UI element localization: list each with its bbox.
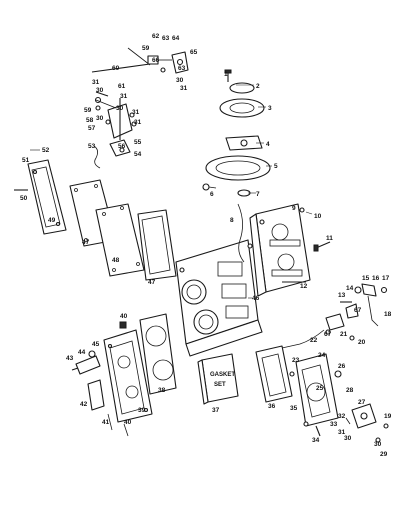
- callout-29: 29: [380, 451, 388, 458]
- callout-23: 23: [292, 357, 300, 364]
- callout-56: 56: [118, 143, 126, 150]
- callout-24: 24: [318, 352, 326, 359]
- gasket-set-label-line1: GASKET: [210, 372, 235, 378]
- callout-53: 53: [88, 143, 96, 150]
- callout-13: 13: [338, 292, 346, 299]
- leader-lines: [30, 84, 313, 299]
- callout-49: 49: [48, 217, 56, 224]
- callout-47: 47: [82, 239, 90, 246]
- callout-2: 2: [256, 83, 260, 90]
- callout-11: 11: [326, 235, 333, 242]
- callout-38: 38: [158, 387, 166, 394]
- callout-43: 43: [66, 355, 74, 362]
- callout-37: 37: [212, 407, 220, 414]
- callout-30-d: 30: [116, 105, 124, 112]
- callout-42: 42: [80, 401, 88, 408]
- crankcase-half: [237, 203, 331, 297]
- callout-3: 3: [268, 105, 272, 112]
- callout-8: 8: [230, 217, 234, 224]
- callout-39: 39: [138, 407, 146, 414]
- callout-labels: 1 2 3 4 5 6 7 8 9 10 11 12 13 14 15 16 1…: [20, 33, 392, 458]
- callout-59: 59: [142, 45, 150, 52]
- callout-31-e: 31: [338, 429, 346, 436]
- callout-31: 31: [180, 85, 188, 92]
- callout-55: 55: [134, 139, 142, 146]
- callout-67: 67: [354, 307, 362, 314]
- callout-31-c: 31: [132, 109, 140, 116]
- callout-58: 58: [86, 117, 94, 124]
- callout-28: 28: [346, 387, 354, 394]
- throttle-linkage-assembly: [91, 47, 189, 169]
- callout-16: 16: [372, 275, 380, 282]
- callout-60: 60: [112, 65, 120, 72]
- callout-30-b: 30: [176, 77, 184, 84]
- callout-36: 36: [268, 403, 276, 410]
- cover-plates: [14, 159, 177, 281]
- callout-62: 62: [152, 33, 160, 40]
- callout-14: 14: [346, 285, 354, 292]
- callout-6: 6: [210, 191, 214, 198]
- callout-12: 12: [300, 283, 308, 290]
- end-cap-assembly: [255, 345, 389, 443]
- callout-10: 10: [314, 213, 322, 220]
- callout-4: 4: [266, 141, 270, 148]
- callout-30: 30: [374, 441, 382, 448]
- callout-45: 45: [92, 341, 100, 348]
- callout-22: 22: [310, 337, 318, 344]
- callout-31-b: 31: [92, 79, 100, 86]
- callout-67-b: 67: [324, 331, 332, 338]
- right-linkage: [281, 283, 388, 349]
- exhaust-cover-assembly: [71, 321, 153, 437]
- callout-9: 9: [292, 205, 296, 212]
- callout-40-b: 40: [124, 419, 132, 426]
- callout-63: 63: [162, 35, 170, 42]
- callout-46: 46: [252, 295, 260, 302]
- callout-59-b: 59: [84, 107, 92, 114]
- callout-44: 44: [78, 349, 86, 356]
- cylinder-block: [175, 239, 263, 357]
- callout-54: 54: [134, 151, 142, 158]
- callout-19: 19: [384, 413, 392, 420]
- callout-5: 5: [274, 163, 278, 170]
- callout-40: 40: [120, 313, 128, 320]
- callout-50: 50: [20, 195, 28, 202]
- callout-57: 57: [88, 125, 96, 132]
- callout-30-c: 30: [96, 87, 104, 94]
- callout-32: 32: [338, 413, 346, 420]
- callout-31-f: 31: [120, 93, 128, 100]
- callout-21: 21: [340, 331, 348, 338]
- callout-26: 26: [338, 363, 346, 370]
- callout-47-b: 47: [148, 279, 156, 286]
- callout-27: 27: [358, 399, 366, 406]
- callout-52: 52: [42, 147, 50, 154]
- callout-65: 65: [190, 49, 198, 56]
- callout-17: 17: [382, 275, 390, 282]
- head-gasket: [139, 313, 177, 395]
- callout-30-e: 30: [96, 115, 104, 122]
- callout-41: 41: [102, 419, 110, 426]
- callout-48: 48: [112, 257, 120, 264]
- callout-33: 33: [330, 421, 338, 428]
- callout-31-d: 31: [134, 119, 142, 126]
- callout-35: 35: [290, 405, 298, 412]
- callout-1: 1: [224, 71, 228, 78]
- gasket-set-label-line2: SET: [214, 382, 226, 388]
- callout-20: 20: [358, 339, 366, 346]
- callout-15: 15: [362, 275, 370, 282]
- callout-61: 61: [118, 83, 126, 90]
- callout-66: 66: [152, 57, 160, 64]
- callout-64: 64: [172, 35, 180, 42]
- callout-30-f: 30: [344, 435, 352, 442]
- callout-63-b: 63: [178, 65, 186, 72]
- callout-25: 25: [316, 385, 324, 392]
- upper-bearing-stack: [202, 69, 271, 197]
- callout-34: 34: [312, 437, 320, 444]
- gasket-set-box: GASKET SET: [197, 353, 239, 405]
- callout-51: 51: [22, 157, 30, 164]
- callout-18: 18: [384, 311, 392, 318]
- callout-7: 7: [256, 191, 260, 198]
